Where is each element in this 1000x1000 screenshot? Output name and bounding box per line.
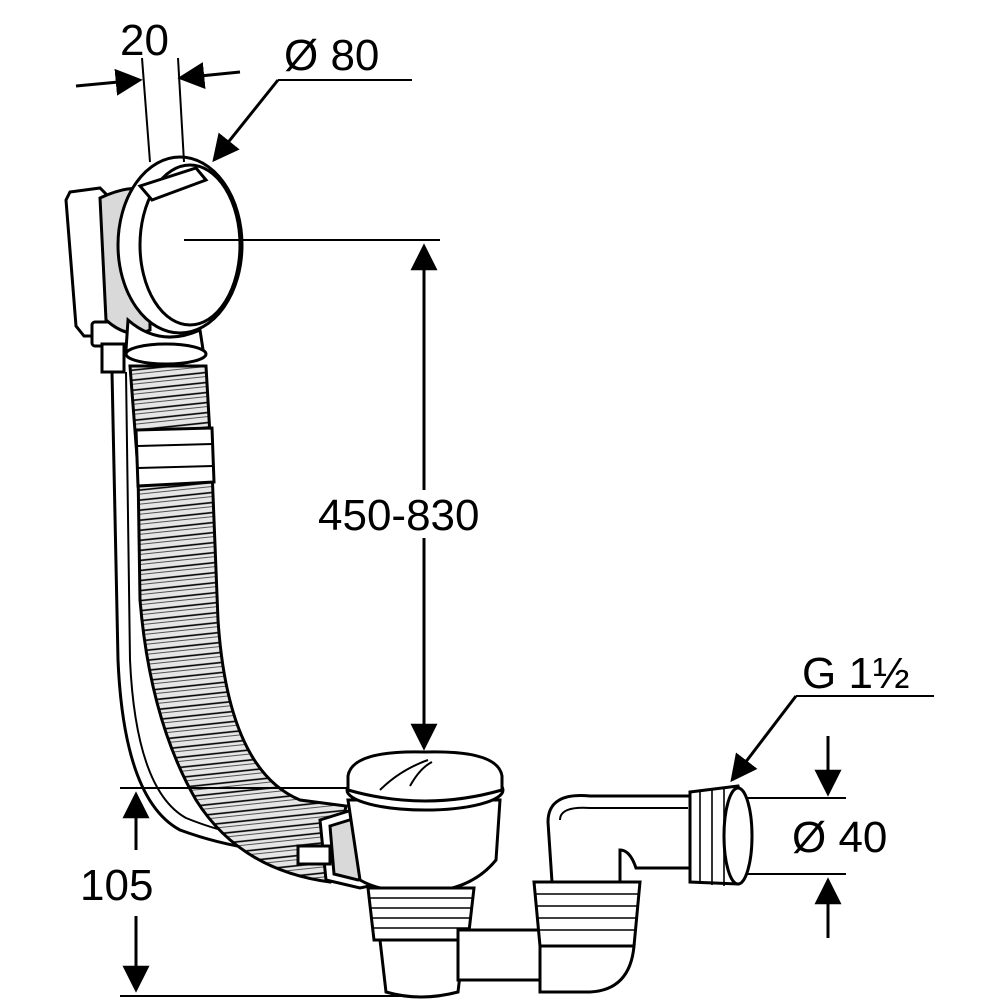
dimension-height-range: 450-830 <box>184 239 479 751</box>
overflow-diameter-label: Ø 80 <box>284 31 379 80</box>
dimension-thread-size: G 1½ <box>730 649 934 783</box>
outlet-nut <box>688 784 754 886</box>
dimension-overflow-diameter: Ø 80 <box>212 31 412 163</box>
drain-valve <box>296 750 505 999</box>
corrugated-hose <box>128 364 348 884</box>
dimension-drain-height: 105 <box>80 787 404 997</box>
thread-size-label: G 1½ <box>802 649 910 698</box>
flange-width-label: 20 <box>120 16 169 65</box>
dimension-outlet-diameter: Ø 40 <box>746 736 887 938</box>
height-range-label: 450-830 <box>318 491 479 540</box>
dimension-flange-width: 20 <box>75 16 241 163</box>
drain-height-label: 105 <box>80 861 153 910</box>
overflow-head <box>64 155 244 374</box>
trap-bend <box>456 794 692 994</box>
outlet-diameter-label: Ø 40 <box>792 813 887 862</box>
